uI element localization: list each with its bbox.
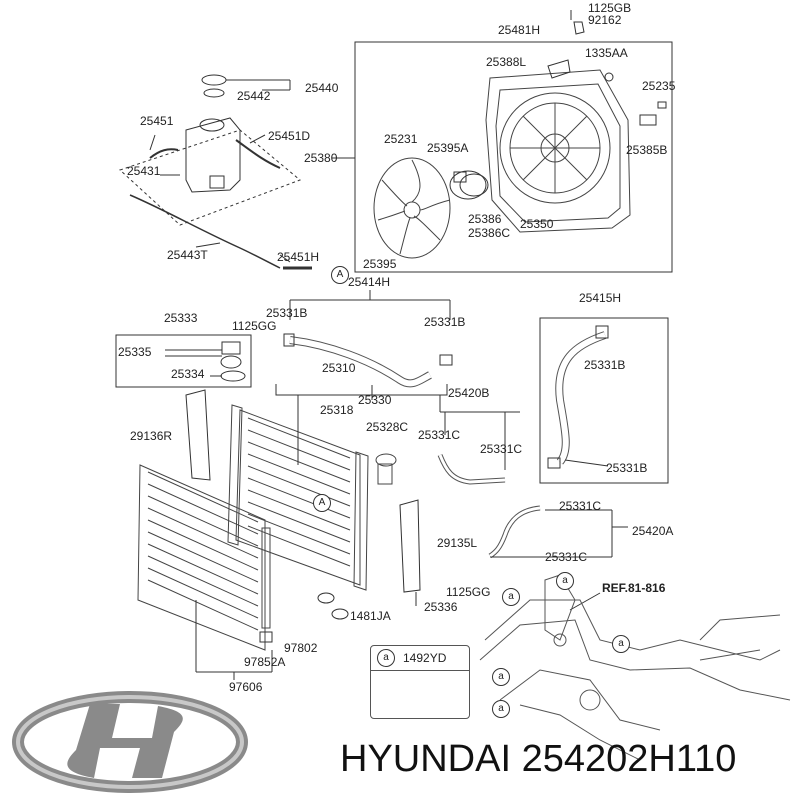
fan-group-box [354, 41, 673, 273]
air-guard-29135L [399, 499, 421, 593]
part-label: 25235 [642, 79, 676, 93]
part-label: 25318 [320, 403, 354, 417]
part-label: 25231 [384, 132, 418, 146]
part-label: 25328C [366, 420, 409, 434]
part-label: 25481H [498, 23, 541, 37]
part-label: 25451D [268, 129, 311, 143]
connector-25385B [639, 114, 657, 126]
part-label: 25336 [424, 600, 458, 614]
part-label: 1335AA [585, 46, 628, 60]
part-label: 25451 [140, 114, 174, 128]
part-label: 25331C [480, 442, 523, 456]
part-label: 25310 [322, 361, 356, 375]
part-label: 25333 [164, 311, 198, 325]
part-label: 25331B [584, 358, 626, 372]
part-label: 25331B [606, 461, 648, 475]
part-label: 1125GG [446, 585, 491, 599]
part-label: 97606 [229, 680, 263, 694]
part-label: 25443T [167, 248, 208, 262]
part-label: 25395A [427, 141, 469, 155]
part-label: 29136R [130, 429, 173, 443]
fan-blade [373, 157, 451, 259]
part-label: 25334 [171, 367, 205, 381]
part-label: 25395 [363, 257, 397, 271]
part-label: 1481JA [350, 609, 391, 623]
detail-a-marker: a [502, 588, 520, 606]
part-label: 25335 [118, 345, 152, 359]
hyundai-logo [12, 691, 248, 793]
reservoir-tank [185, 74, 241, 193]
part-label: 25386C [468, 226, 511, 240]
bracket-box-25333 [115, 334, 252, 388]
part-label: 25414H [348, 275, 391, 289]
part-label: 25415H [579, 291, 622, 305]
legend-header: a 1492YD [371, 646, 469, 671]
fan-motor [449, 170, 489, 200]
part-label: 25330 [358, 393, 392, 407]
part-label: 25386 [468, 212, 502, 226]
reference-label: REF.81-816 [602, 581, 666, 595]
detail-a-marker: a [612, 635, 630, 653]
bracket-25388L [547, 59, 571, 79]
callout-a-marker: A [331, 266, 349, 284]
air-guard-29136R [185, 389, 211, 481]
condenser [137, 464, 271, 651]
detail-a-marker: a [492, 668, 510, 686]
part-label: 25431 [127, 164, 161, 178]
legend-code: 1492YD [403, 651, 447, 665]
part-label: 25331C [559, 499, 602, 513]
hose-box-25415H [539, 317, 669, 484]
radiator [227, 404, 397, 591]
part-label: 25420B [448, 386, 490, 400]
part-label: 25388L [486, 55, 527, 69]
legend-box: a 1492YD [370, 645, 470, 719]
part-label: 25440 [305, 81, 339, 95]
detail-a-marker: a [492, 700, 510, 718]
part-label: 25451H [277, 250, 320, 264]
part-label: 25385B [626, 143, 668, 157]
part-label: 25420A [632, 524, 674, 538]
brand-part-number: HYUNDAI 254202H110 [340, 738, 737, 780]
fan-shroud [485, 69, 631, 233]
reservoir-box [119, 129, 301, 226]
part-label: 25331C [418, 428, 461, 442]
part-label: 92162 [588, 13, 622, 27]
detail-a-marker: a [556, 572, 574, 590]
body-structure [479, 574, 791, 761]
part-label: 25331B [424, 315, 466, 329]
part-label: 1125GG [232, 319, 277, 333]
bracket-92162 [573, 21, 585, 35]
part-label: 29135L [437, 536, 478, 550]
legend-letter: a [377, 649, 395, 667]
part-label: 97852A [244, 655, 286, 669]
callout-a-marker: A [313, 494, 331, 512]
part-label: 25331C [545, 550, 588, 564]
part-label: 25442 [237, 89, 271, 103]
part-label: 1125GB [588, 1, 632, 15]
part-label: 25331B [266, 306, 308, 320]
part-label: 25380 [304, 151, 338, 165]
part-label: 25350 [520, 217, 554, 231]
part-label: 97802 [284, 641, 318, 655]
